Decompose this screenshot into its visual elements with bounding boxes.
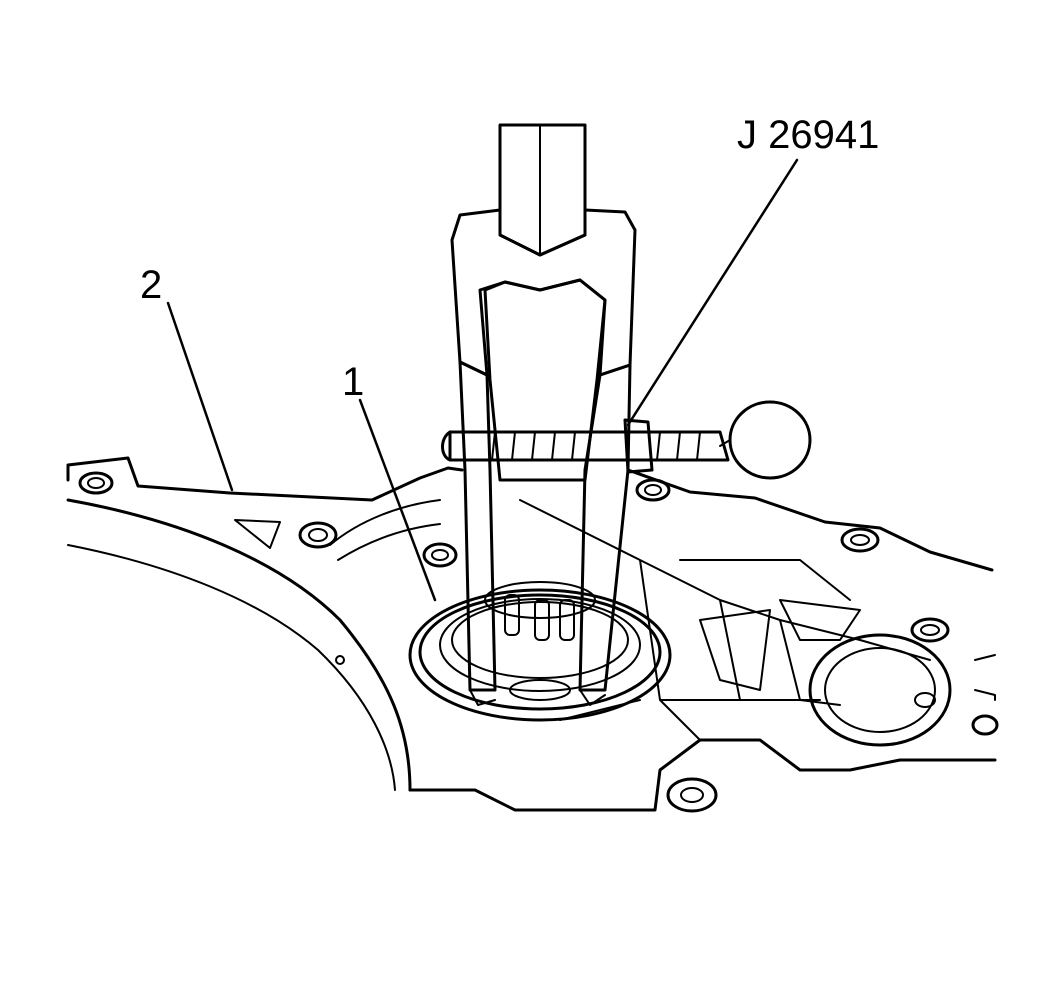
bolt-hole	[666, 777, 718, 813]
case-inner-rim	[66, 498, 412, 792]
thread-ticks	[491, 431, 701, 461]
puller-yoke	[450, 208, 637, 377]
puller-right-jaw	[578, 363, 632, 692]
axle-seal	[408, 581, 672, 722]
transmission-case-housing	[66, 456, 997, 812]
case-mid-arc	[329, 499, 441, 561]
case-inner-rim-2	[67, 544, 396, 791]
callout-item-2: 2	[140, 263, 162, 307]
case-flange-outline	[66, 456, 994, 572]
leader-lines	[166, 158, 799, 602]
bolt-hole	[298, 521, 338, 549]
leader-item-1	[358, 398, 437, 602]
output-spline-hub	[484, 581, 596, 701]
slide-hammer-shaft	[498, 123, 587, 257]
case-web	[699, 609, 771, 691]
bolt-hole	[422, 542, 458, 568]
case-web-2	[779, 599, 861, 641]
case-bore	[808, 633, 996, 747]
yoke-opening	[483, 278, 607, 482]
bolt-hole	[971, 714, 999, 736]
case-triangle-pocket	[234, 519, 281, 549]
bolt-hole	[840, 527, 880, 553]
leader-item-2	[166, 301, 234, 492]
callout-item-1: 1	[342, 360, 364, 404]
case-lower-casting	[408, 738, 997, 812]
small-dowel-hole	[335, 655, 345, 665]
cross-screw-threaded	[448, 430, 730, 462]
bolt-holes	[78, 471, 999, 813]
bolt-hole	[635, 478, 671, 502]
case-rib-lines	[519, 499, 931, 741]
cross-screw-nut	[623, 418, 654, 474]
callout-tool-number: J 26941	[737, 113, 879, 157]
cross-screw-handle	[719, 400, 812, 480]
bolt-hole	[910, 617, 950, 643]
puller-left-jaw	[458, 360, 497, 692]
bolt-hole	[78, 471, 114, 495]
seal-puller-tool	[441, 123, 812, 706]
leader-tool	[626, 158, 799, 427]
